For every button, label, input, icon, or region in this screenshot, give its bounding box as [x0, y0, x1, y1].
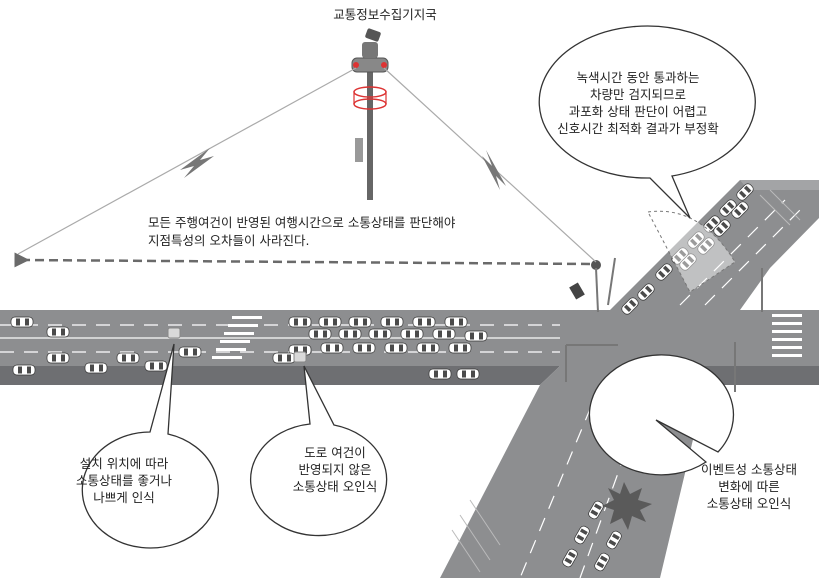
bubble-road-condition: [250, 365, 388, 537]
camera-icon: [569, 260, 601, 313]
bubble-line: 나쁘게 인식: [93, 490, 155, 505]
bubble-event: [588, 354, 735, 476]
lightning-icon: [180, 148, 214, 178]
bubble-line: 소통상태를 좋거나: [76, 473, 172, 488]
bubble-line: 변화에 따른: [718, 479, 780, 494]
bubble-event-text: 이벤트성 소통상태 변화에 따른 소통상태 오인식: [680, 461, 818, 512]
bubble-line: 도로 여건이: [304, 445, 366, 460]
detector-icon: [167, 327, 181, 339]
bubble-line: 차량만 검지되므로: [590, 87, 686, 102]
bubble-line: 설치 위치에 따라: [79, 456, 169, 471]
bubble-install-location-text: 설치 위치에 따라 소통상태를 좋거나 나쁘게 인식: [44, 455, 204, 506]
bubble-line: 신호시간 최적화 결과가 부정확: [557, 121, 719, 136]
bubble-line: 과포화 상태 판단이 어렵고: [568, 104, 708, 119]
page-title: 교통정보수집기지국: [333, 7, 437, 22]
crash-icon: [602, 482, 652, 530]
bubble-line: 소통상태 오인식: [292, 479, 378, 494]
main-note: 모든 주행여건이 반영된 여행시간으로 소통상태를 판단해야 지점특성의 오차들…: [148, 214, 568, 250]
bubble-green-time-text: 녹색시간 동안 통과하는 차량만 검지되므로 과포화 상태 판단이 어렵고 신호…: [543, 69, 733, 137]
detection-zone: [647, 210, 736, 293]
main-note-line: 모든 주행여건이 반영된 여행시간으로 소통상태를 판단해야: [148, 215, 456, 230]
travel-time-arrow: [14, 252, 591, 268]
antenna-tower-icon: [351, 28, 389, 200]
bubble-green-time: [538, 25, 756, 219]
bubble-line: 녹색시간 동안 통과하는: [576, 70, 700, 85]
bubble-install-location: [81, 343, 219, 549]
bubble-line: 소통상태 오인식: [706, 496, 792, 511]
detector-icon: [293, 351, 307, 363]
lightning-icon: [482, 150, 506, 190]
bubble-road-condition-text: 도로 여건이 반영되지 않은 소통상태 오인식: [265, 444, 405, 495]
bubble-line: 이벤트성 소통상태: [701, 462, 797, 477]
callout-bubbles: [81, 25, 756, 549]
bubble-line: 반영되지 않은: [298, 462, 372, 477]
main-note-line: 지점특성의 오차들이 사라진다.: [148, 233, 310, 248]
signal-poles: [565, 257, 763, 392]
